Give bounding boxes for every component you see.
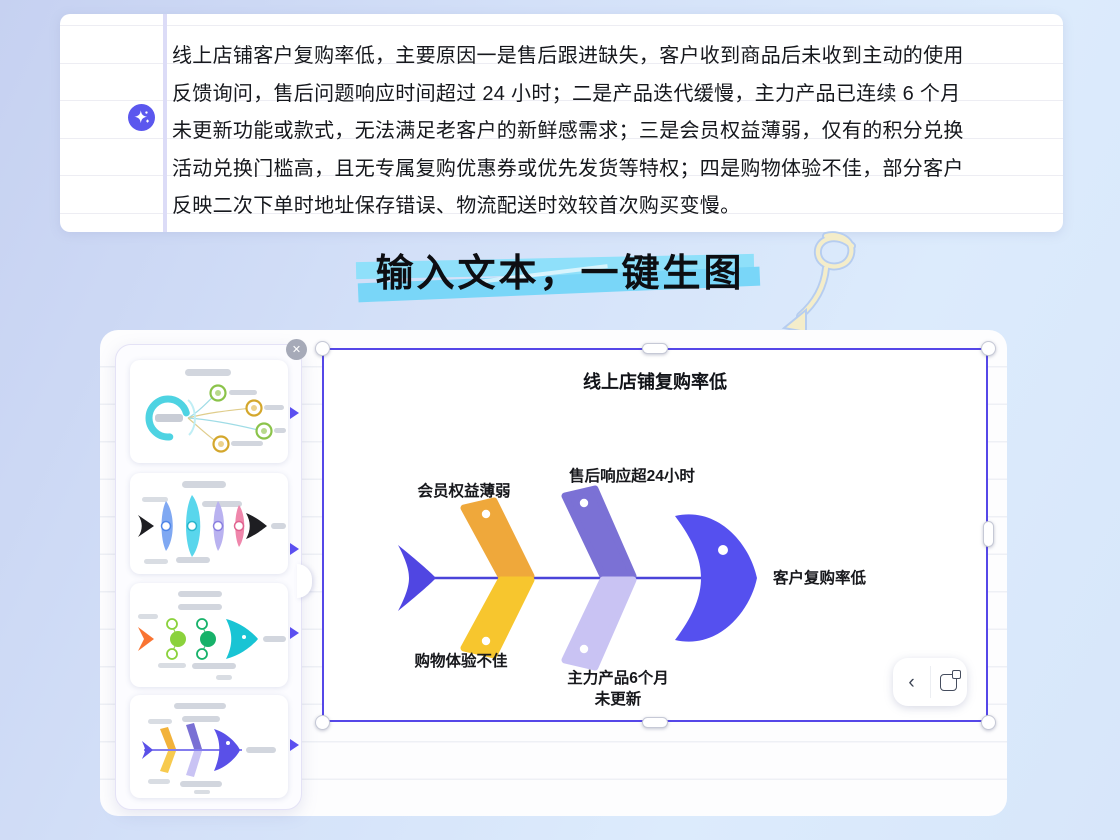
leaf-fishbone-preview-icon xyxy=(138,481,286,564)
paragraph-line: 反映二次下单时地址保存错误、物流配送时效较首次购买变慢。 xyxy=(172,195,741,217)
fish-head-label[interactable]: 客户复购率低 xyxy=(773,568,867,587)
row-line xyxy=(60,137,1063,139)
paragraph-text[interactable]: 线上店铺客户复购率低，主要原因一是售后跟进缺失，客户收到商品后未收到主动的使用 … xyxy=(172,38,1002,226)
template-apply-arrow-icon[interactable] xyxy=(290,627,299,639)
resize-handle-bottom-left[interactable] xyxy=(314,714,330,730)
bone-label-top-right[interactable]: 售后响应超24小时 xyxy=(569,466,695,485)
resize-handle-bottom-right[interactable] xyxy=(980,714,996,730)
fishbone-tail xyxy=(398,545,436,611)
fishbone-diagram[interactable]: 会员权益薄弱 售后响应超24小时 购物体验不佳 主力产品6个月 未更新 客户复购… xyxy=(324,350,985,719)
headline-text: 输入文本，一键生图 xyxy=(375,253,745,295)
template-apply-arrow-icon[interactable] xyxy=(290,543,299,555)
chevron-fishbone-preview-icon xyxy=(142,703,276,794)
canvas-controls: ‹ xyxy=(893,658,967,706)
paragraph-line: 未更新功能或款式，无法满足老客户的新鲜感需求；三是会员权益薄弱，仅有的积分兑换 xyxy=(172,120,964,142)
resize-handle-right-middle[interactable] xyxy=(982,521,994,547)
chevron-left-icon: ‹ xyxy=(908,671,915,693)
bone-label-top-left[interactable]: 会员权益薄弱 xyxy=(417,481,510,500)
panel-collapse-tab[interactable] xyxy=(297,564,312,598)
bone-top-right[interactable] xyxy=(561,485,637,580)
template-thumbnail-node-fishbone[interactable] xyxy=(130,583,288,687)
fish-eye xyxy=(718,545,728,555)
row-line xyxy=(60,62,1063,64)
controls-divider xyxy=(930,666,931,698)
bone-dot xyxy=(481,636,491,646)
node-fishbone-preview-icon xyxy=(138,591,286,680)
prev-button[interactable]: ‹ xyxy=(893,658,930,706)
template-apply-arrow-icon[interactable] xyxy=(290,407,299,419)
bone-bottom-right[interactable] xyxy=(561,576,637,671)
curly-arrow-doodle xyxy=(781,231,856,334)
mindmap-preview-icon xyxy=(145,369,286,453)
paragraph-line: 活动兑换门槛高，且无专属复购优惠券或优先发货等特权；四是购物体验不佳，部分客户 xyxy=(172,157,964,180)
bone-dot xyxy=(579,644,589,654)
resize-handle-top-right[interactable] xyxy=(980,340,996,356)
bone-top-left[interactable] xyxy=(460,497,535,580)
bone-bottom-left[interactable] xyxy=(460,576,535,659)
template-thumbnail-curved-leaf-fishbone[interactable] xyxy=(130,473,288,574)
resize-handle-top-center[interactable] xyxy=(642,342,668,354)
paragraph-line: 反馈询问，售后问题响应时间超过 24 小时；二是产品迭代缓慢，主力产品已连续 6… xyxy=(172,82,961,105)
bone-label-bottom-right-line1[interactable]: 主力产品6个月 xyxy=(567,668,669,687)
bone-dot xyxy=(481,509,491,519)
ai-sparkle-icon[interactable] xyxy=(128,104,155,131)
sparkle-glyph xyxy=(134,110,149,124)
resize-handle-top-left[interactable] xyxy=(314,340,330,356)
document-card: 线上店铺客户复购率低，主要原因一是售后跟进缺失，客户收到商品后未收到主动的使用 … xyxy=(60,14,1063,232)
bone-label-bottom-left[interactable]: 购物体验不佳 xyxy=(414,651,508,670)
paragraph-line: 线上店铺客户复购率低，主要原因一是售后跟进缺失，客户收到商品后未收到主动的使用 xyxy=(172,45,964,67)
diagram-title[interactable]: 线上店铺复购率低 xyxy=(583,372,727,392)
fish-head[interactable] xyxy=(675,514,757,642)
template-thumbnail-mindmap[interactable] xyxy=(130,360,288,463)
scale-icon xyxy=(940,669,961,691)
template-apply-arrow-icon[interactable] xyxy=(290,739,299,751)
resize-handle-bottom-center[interactable] xyxy=(642,716,668,728)
row-line xyxy=(60,100,1063,101)
scale-button[interactable] xyxy=(930,658,967,706)
close-icon[interactable]: ✕ xyxy=(286,339,307,360)
template-thumbnail-chevron-fishbone[interactable] xyxy=(130,695,288,798)
bone-dot xyxy=(579,498,589,508)
row-line xyxy=(60,175,1063,176)
row-line xyxy=(60,212,1063,214)
row-line xyxy=(60,25,1063,26)
headline-block: 输入文本，一键生图 xyxy=(348,246,772,303)
bone-label-bottom-right-line2[interactable]: 未更新 xyxy=(594,689,642,708)
diagram-canvas[interactable]: 线上店铺复购率低 会员权益薄弱 售后响应超24小时 购物体验不佳 主力产品6个月 xyxy=(322,348,988,722)
column-separator xyxy=(163,14,167,232)
